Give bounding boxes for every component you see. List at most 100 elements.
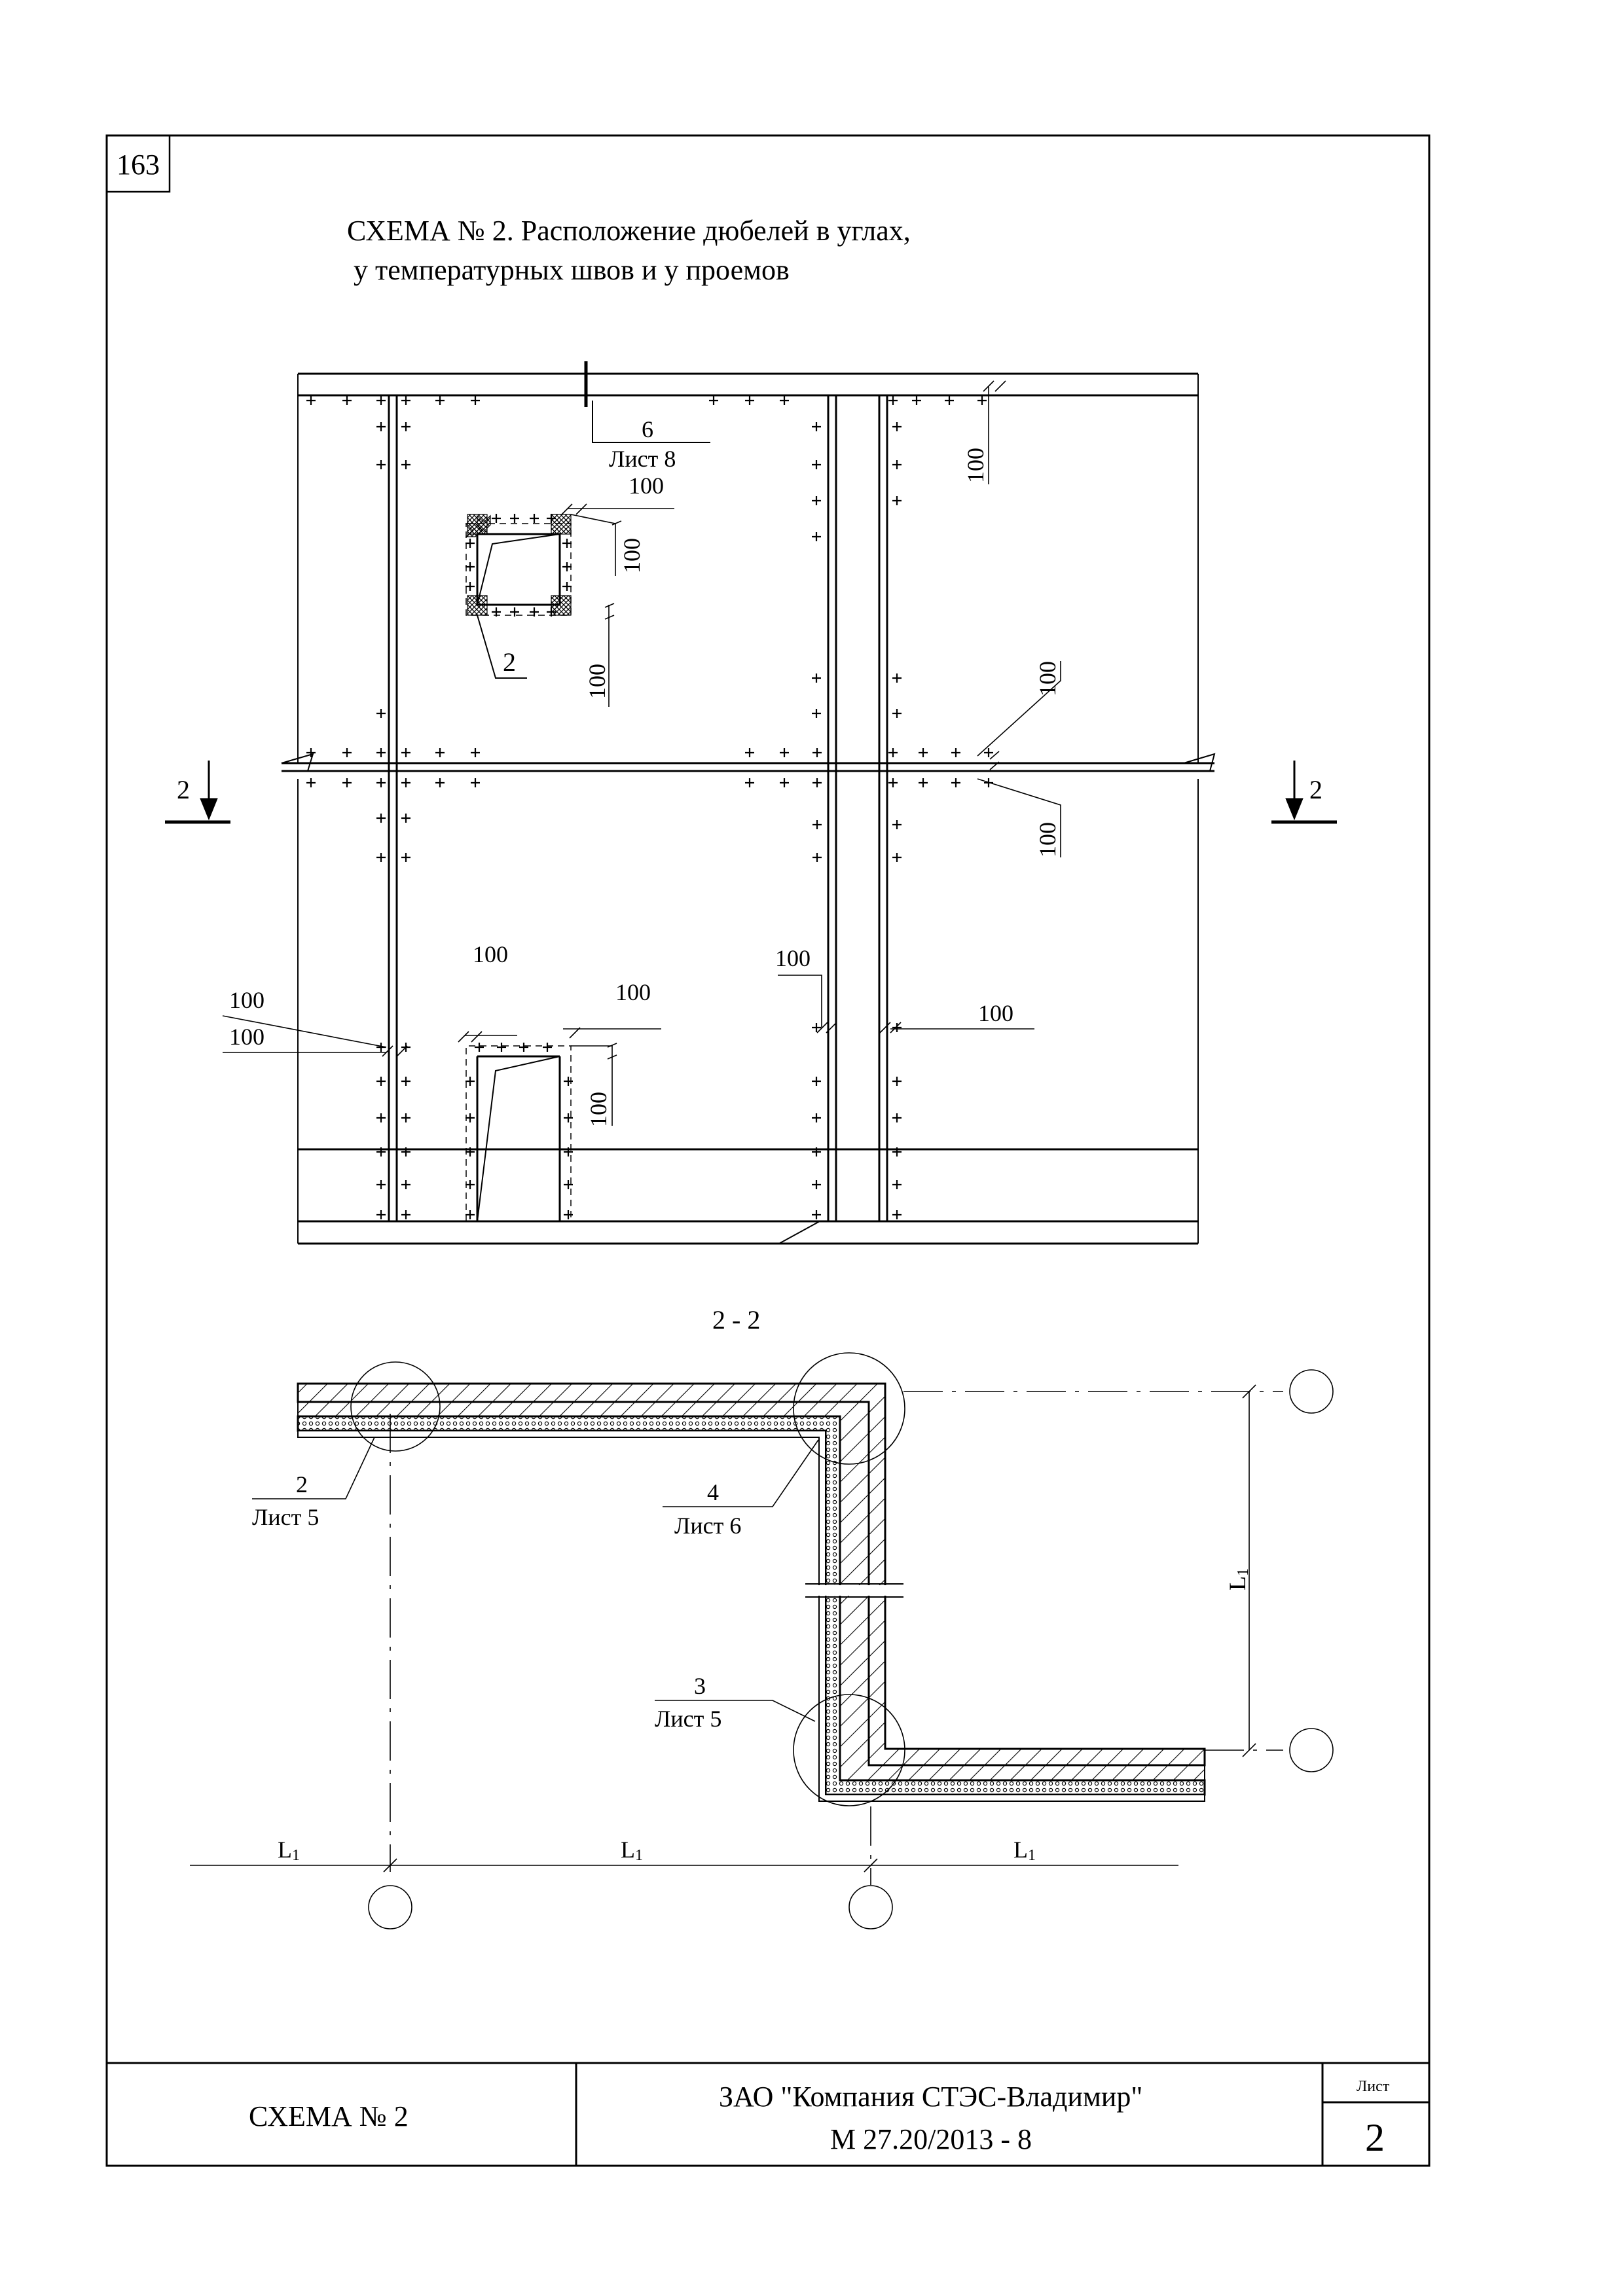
dowel-mark	[401, 748, 410, 757]
dowel-mark	[306, 748, 316, 757]
dim-window-side: 100	[619, 538, 645, 573]
dowel-mark	[912, 396, 921, 405]
dowel-mark	[376, 422, 386, 431]
section-marker-left-label: 2	[177, 775, 190, 804]
dowel-mark	[945, 396, 954, 405]
dowel-mark	[376, 1210, 386, 1219]
dowel-mark	[892, 1147, 902, 1157]
dowel-mark	[376, 396, 386, 405]
dowel-mark	[892, 460, 902, 469]
section-marker-right-label: 2	[1309, 775, 1322, 804]
dowel-mark	[812, 748, 822, 757]
section-marker-right	[1271, 761, 1337, 824]
section-callout-leaders	[252, 1437, 819, 1722]
callout-6-sheet: Лист 8	[609, 446, 676, 472]
dowel-mark	[519, 1043, 528, 1052]
dowel-mark	[465, 539, 475, 548]
title-block-scheme: СХЕМА № 2	[249, 2100, 409, 2132]
dowel-mark	[812, 1023, 821, 1032]
dowel-mark	[951, 778, 960, 787]
dowel-mark	[471, 778, 480, 787]
dowel-mark	[812, 422, 821, 431]
callout-6-number: 6	[642, 416, 653, 442]
dowel-mark	[892, 1077, 902, 1086]
dowel-mark	[376, 460, 386, 469]
dowel-mark	[812, 820, 822, 829]
page-number-box	[105, 134, 171, 193]
dowel-mark	[465, 1210, 475, 1219]
dowel-mark	[780, 748, 789, 757]
title-block-sheet-label: Лист	[1357, 2078, 1390, 2095]
dowel-mark	[492, 607, 501, 617]
dowel-mark	[306, 778, 316, 787]
title-line-1: СХЕМА № 2. Расположение дюбелей в углах,	[347, 215, 911, 247]
dowel-mark	[342, 748, 352, 757]
wall-elevation	[281, 361, 1216, 1245]
dowel-mark	[919, 778, 928, 787]
dowel-mark	[919, 748, 928, 757]
dowel-mark	[547, 514, 556, 523]
dim-left-upper: 100	[229, 987, 264, 1013]
title-block	[107, 2062, 1429, 2166]
dowel-mark	[812, 853, 822, 862]
window-corner-anchors	[465, 514, 572, 616]
dowel-mark	[471, 748, 480, 757]
section-callout-2-sheet: Лист 5	[252, 1504, 319, 1530]
section-callout-3-number: 3	[694, 1673, 706, 1699]
dowel-mark	[888, 778, 898, 787]
sheet-frame	[105, 134, 1431, 2167]
dowel-mark	[376, 709, 386, 718]
dowel-mark	[812, 1147, 821, 1157]
dowel-mark	[510, 514, 519, 523]
dowel-mark	[892, 1180, 902, 1189]
dowel-mark	[530, 514, 539, 523]
section-callout-3-sheet: Лист 5	[655, 1706, 721, 1732]
dowel-mark	[562, 562, 572, 571]
dowel-mark	[812, 778, 822, 787]
dowel-mark	[497, 1043, 506, 1052]
dowel-mark	[984, 748, 993, 757]
dowel-mark	[401, 396, 410, 405]
dim-corner-joint: 100	[775, 945, 811, 971]
section-callout-4-number: 4	[707, 1479, 719, 1505]
dimension-lines	[222, 380, 1061, 1126]
dowel-mark	[342, 396, 352, 405]
dowel-mark	[342, 778, 352, 787]
dowel-mark	[376, 853, 386, 862]
dowel-mark	[812, 496, 821, 505]
wall-section	[297, 1382, 1206, 1802]
dowel-mark	[780, 396, 789, 405]
section-break	[805, 1583, 903, 1598]
dim-l1-vertical: L1	[1224, 1568, 1252, 1590]
dim-door-top-left: 100	[473, 941, 508, 967]
dowel-mark	[812, 1180, 821, 1189]
dowel-mark	[892, 853, 902, 862]
dowel-mark	[376, 778, 386, 787]
section-callout-2-number: 2	[296, 1471, 308, 1498]
dowel-mark	[401, 1210, 410, 1219]
dowel-mark	[492, 514, 501, 523]
dowel-mark	[401, 853, 410, 862]
dowel-mark	[564, 1210, 573, 1219]
dowel-mark	[977, 396, 987, 405]
dowel-mark	[888, 396, 898, 405]
dowel-mark	[306, 396, 316, 405]
dowel-mark	[465, 1113, 475, 1122]
dowel-mark	[562, 539, 572, 548]
dowel-mark	[892, 1113, 902, 1122]
dowel-mark	[745, 778, 754, 787]
dowel-mark	[543, 1043, 552, 1052]
dowel-mark	[376, 1077, 386, 1086]
dowel-mark	[892, 709, 902, 718]
dim-left-lower: 100	[229, 1024, 264, 1050]
dim-joint-upper: 100	[1034, 661, 1061, 696]
dim-door-top-right: 100	[615, 979, 651, 1005]
dim-window-below: 100	[584, 664, 610, 699]
dowel-mark	[892, 673, 902, 683]
title-block-company: ЗАО "Компания СТЭС-Владимир"	[719, 2081, 1142, 2113]
callout-2-number: 2	[503, 647, 516, 677]
section-label: 2 - 2	[712, 1305, 760, 1335]
axis-lines	[190, 1369, 1334, 1929]
dim-l1-right: L1	[1013, 1837, 1036, 1864]
dowel-mark	[812, 1210, 821, 1219]
